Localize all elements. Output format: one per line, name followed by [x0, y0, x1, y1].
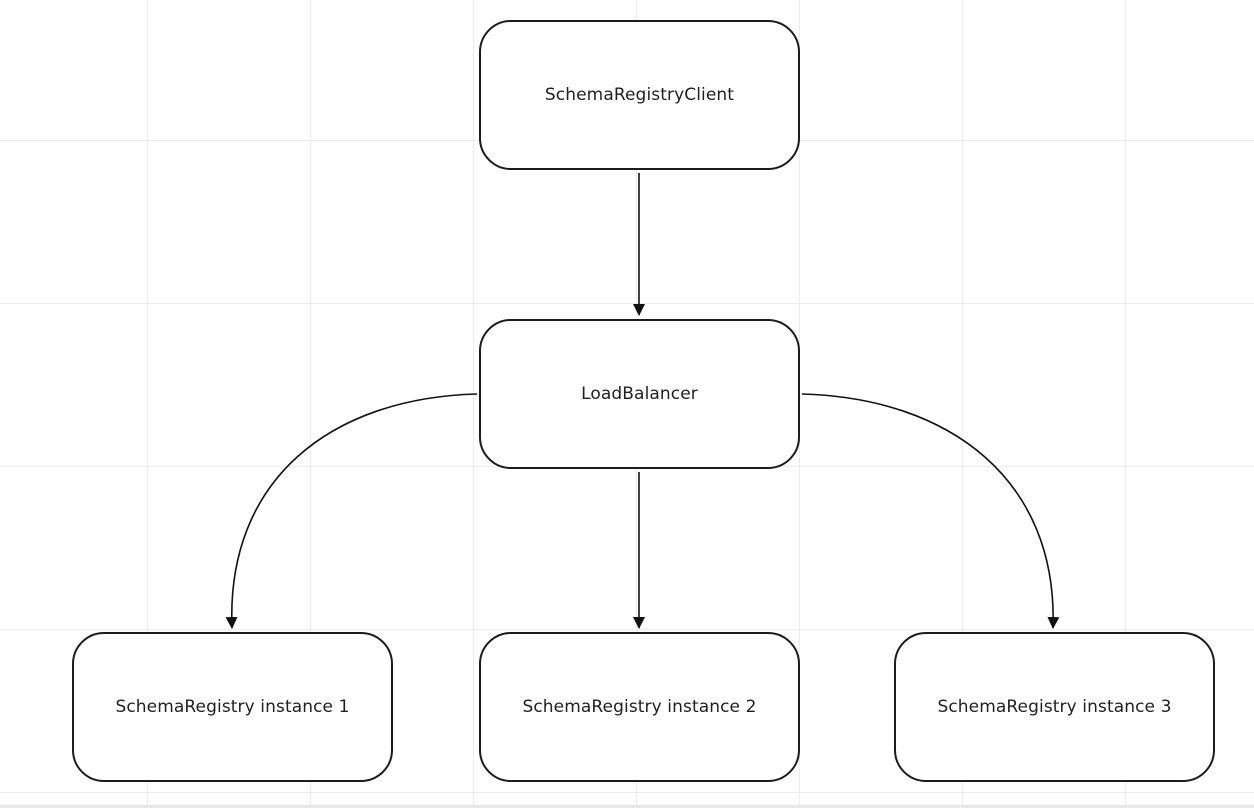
- node-label: SchemaRegistry instance 2: [522, 697, 757, 717]
- node-schema-registry-client[interactable]: SchemaRegistryClient: [479, 20, 800, 170]
- edge-load-balancer-to-instance-1[interactable]: [225, 393, 478, 629]
- node-label: SchemaRegistryClient: [544, 85, 735, 105]
- node-label: LoadBalancer: [581, 384, 698, 404]
- node-load-balancer[interactable]: LoadBalancer: [479, 319, 800, 469]
- node-schema-registry-instance-2[interactable]: SchemaRegistry instance 2: [479, 632, 800, 782]
- node-label: SchemaRegistry instance 1: [115, 697, 350, 717]
- edge-load-balancer-to-instance-3[interactable]: [801, 393, 1060, 629]
- node-schema-registry-instance-3[interactable]: SchemaRegistry instance 3: [894, 632, 1215, 782]
- node-schema-registry-instance-1[interactable]: SchemaRegistry instance 1: [72, 632, 393, 782]
- node-label: SchemaRegistry instance 3: [937, 697, 1172, 717]
